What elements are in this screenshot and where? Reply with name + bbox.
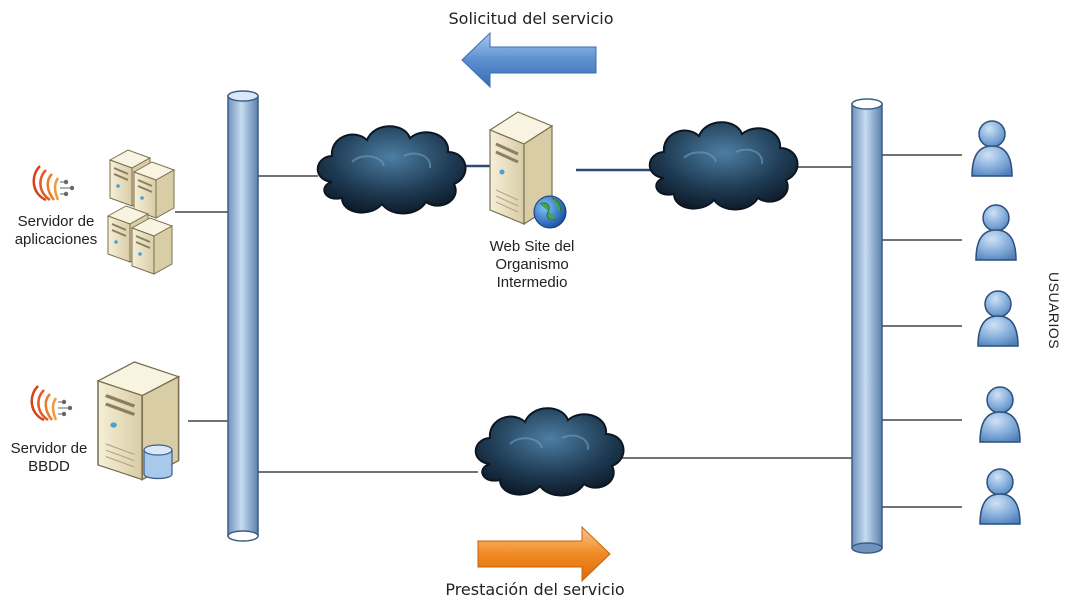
user-icon: [979, 468, 1021, 525]
user-icon: [979, 386, 1021, 443]
cloud-icon: [316, 125, 467, 215]
user-icon: [975, 204, 1017, 261]
request-arrow: [461, 31, 597, 89]
web-site-label-line1: Web Site del: [489, 238, 575, 255]
db-server-label-line1: Servidor de: [10, 440, 88, 457]
cloud-icon: [474, 407, 625, 497]
database-icon: [143, 444, 173, 480]
user-icon: [977, 290, 1019, 347]
users-label: USUARIOS: [1046, 272, 1062, 350]
app-server-label: Servidor de aplicaciones: [4, 213, 108, 249]
web-site-label-line2: Organismo: [495, 256, 569, 273]
web-site-label: Web Site del Organismo Intermedio: [470, 238, 594, 292]
app-logo-icon: [32, 164, 76, 202]
web-site-label-line3: Intermedio: [496, 274, 568, 291]
user-icon: [971, 120, 1013, 177]
cloud-icon: [648, 121, 799, 211]
left-bus: [227, 90, 259, 542]
app-logo-icon: [30, 384, 74, 422]
right-bus: [851, 98, 883, 554]
db-server-label-line2: BBDD: [28, 458, 70, 475]
app-server-label-line2: aplicaciones: [14, 231, 98, 248]
globe-icon: [533, 195, 567, 229]
app-server-label-line1: Servidor de: [17, 213, 95, 230]
response-label: Prestación del servicio: [445, 580, 625, 599]
server-stack-icon: [107, 149, 175, 275]
db-server-label: Servidor de BBDD: [0, 440, 98, 476]
request-label: Solicitud del servicio: [448, 9, 614, 28]
response-arrow: [477, 525, 611, 583]
